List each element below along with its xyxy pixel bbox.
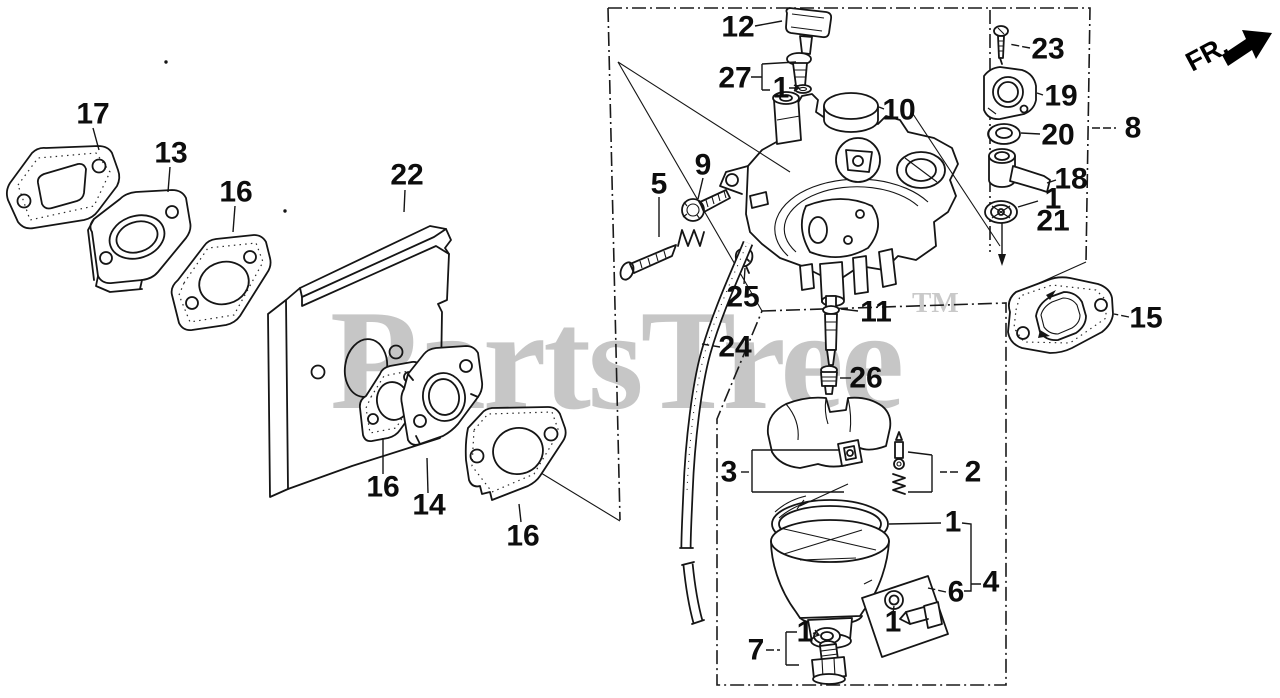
part-choke-knob-12 [785, 7, 833, 55]
part-drain-screw-kit-6 [861, 575, 949, 658]
callout-27: 27 [718, 62, 751, 95]
callout-5: 5 [651, 168, 668, 201]
callout-15: 15 [1129, 302, 1162, 335]
part-nut-21 [984, 200, 1018, 224]
down-arrow-icon [998, 254, 1006, 266]
callout-13: 13 [154, 137, 187, 170]
front-arrow-icon [1222, 30, 1272, 66]
callout-22: 22 [390, 159, 423, 192]
part-float-valve-2 [892, 431, 906, 495]
part-screw-23 [993, 25, 1009, 65]
callout-1-lever: 1 [1045, 183, 1062, 216]
part-insulator-13 [87, 189, 192, 293]
callout-26: 26 [849, 362, 882, 395]
callout-25: 25 [726, 281, 759, 314]
callout-18: 18 [1054, 163, 1087, 196]
part-float-bowl [770, 519, 890, 649]
part-carburetor-body [719, 91, 959, 307]
part-gasket-16-bottom [464, 406, 567, 501]
part-stop-screw-9 [681, 189, 731, 222]
part-fuel-tube-24 [679, 240, 754, 625]
callout-1-gasket: 1 [945, 506, 962, 539]
part-pilot-screw-5 [619, 229, 705, 281]
callout-19: 19 [1044, 80, 1077, 113]
callout-7: 7 [748, 634, 765, 667]
callout-9: 9 [695, 149, 712, 182]
watermark-tm: TM [912, 287, 959, 319]
part-gasket-17 [5, 145, 121, 230]
callout-labels: 17 13 16 22 12 27 1 10 23 19 20 8 18 1 2… [76, 11, 1162, 667]
callout-1-bolt: 1 [797, 616, 814, 649]
callout-11: 11 [860, 296, 892, 329]
part-spacer-14 [400, 345, 484, 446]
callout-8: 8 [1125, 112, 1142, 145]
callout-3: 3 [721, 456, 738, 489]
callout-16-top: 16 [219, 176, 252, 209]
callout-17: 17 [76, 98, 109, 131]
part-choke-plate-19 [983, 66, 1037, 120]
part-main-nozzle-11 [822, 295, 840, 366]
callout-16-mid: 16 [366, 471, 399, 504]
callout-24: 24 [718, 331, 752, 364]
front-direction-marker: FR. [1181, 30, 1272, 77]
callout-12: 12 [721, 11, 754, 44]
part-nozzle-set-27 [786, 52, 812, 94]
leader-lines [92, 20, 1130, 666]
callout-1-kit: 1 [885, 606, 902, 639]
callout-21: 21 [1036, 205, 1069, 238]
callout-16-bottom: 16 [506, 520, 539, 553]
part-main-jet-26 [820, 365, 838, 395]
callout-6: 6 [948, 576, 965, 609]
part-sealing-bolt-7 [811, 627, 847, 685]
part-gasket-15 [1007, 276, 1114, 354]
callout-23: 23 [1031, 33, 1064, 66]
callout-14: 14 [412, 489, 446, 522]
callout-1-nozzle: 1 [773, 72, 790, 105]
callout-2: 2 [965, 456, 982, 489]
callout-4: 4 [983, 566, 1000, 599]
callout-20: 20 [1041, 119, 1074, 152]
part-washer-20 [987, 123, 1021, 145]
part-choke-lever-18 [988, 148, 1051, 193]
callout-10: 10 [882, 94, 915, 127]
part-gasket-16-top [170, 234, 272, 332]
